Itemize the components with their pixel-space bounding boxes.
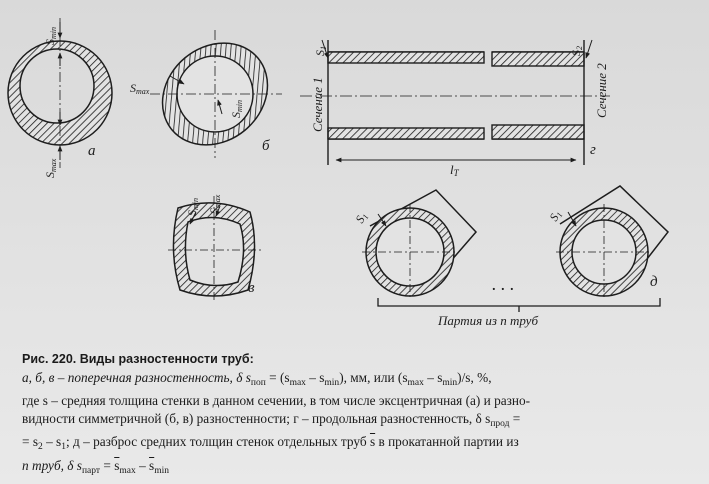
- caption-line-1: а, б, в – поперечная разностенность, δ s…: [22, 369, 492, 388]
- letter-g: г: [590, 142, 596, 158]
- batch-brace: [377, 298, 661, 312]
- caption-line-3: видности симметричной (б, в) разностенно…: [22, 410, 521, 429]
- pipe-b: Smax Smin б: [130, 30, 282, 158]
- batch-dots: . . .: [492, 274, 515, 294]
- pipe-d-left: S1: [352, 189, 478, 300]
- pipe-v: Smin Smax в: [168, 194, 262, 300]
- letter-b: б: [262, 138, 270, 154]
- s1-label-g: S1: [313, 46, 328, 56]
- letter-v: в: [248, 280, 255, 296]
- caption-line-5: n труб, δ sпарт = smax – smin: [22, 457, 170, 476]
- s2-label-g: S2: [569, 46, 584, 56]
- s1-label-d-right: S1: [546, 208, 564, 224]
- pipe-a: Smin Smax а: [7, 18, 113, 178]
- smax-label-a: Smax: [43, 158, 58, 178]
- smax-label-v: Smax: [207, 194, 222, 214]
- pipe-figure: Smin Smax а Smax Smin б S1 S2 Сечение 1 …: [7, 18, 670, 328]
- length-label: lT: [450, 162, 460, 178]
- smax-label-b: Smax: [130, 81, 150, 96]
- letter-d: д: [650, 274, 658, 290]
- caption-line-2: где s – средняя толщина стенки в данном …: [22, 393, 531, 409]
- caption-line-4: = s2 – s1; д – разброс средних толщин ст…: [22, 434, 519, 453]
- letter-a: а: [88, 143, 96, 159]
- s1-label-d-left: S1: [352, 210, 370, 226]
- caption-title: Рис. 220. Виды разностенности труб:: [22, 352, 254, 366]
- batch-label: Партия из n труб: [437, 313, 538, 328]
- smin-label-b: Smin: [229, 100, 244, 118]
- pipe-g: S1 S2 Сечение 1 Сечение 2 lT г: [300, 39, 610, 178]
- section2-label: Сечение 2: [594, 63, 609, 118]
- figure-caption: Рис. 220. Виды разностенности труб: а, б…: [22, 350, 694, 481]
- smin-label-a: Smin: [43, 27, 58, 45]
- pipe-d-right: S1 д: [546, 185, 670, 300]
- s-label-v: Smin: [185, 198, 200, 216]
- section1-label: Сечение 1: [310, 77, 325, 132]
